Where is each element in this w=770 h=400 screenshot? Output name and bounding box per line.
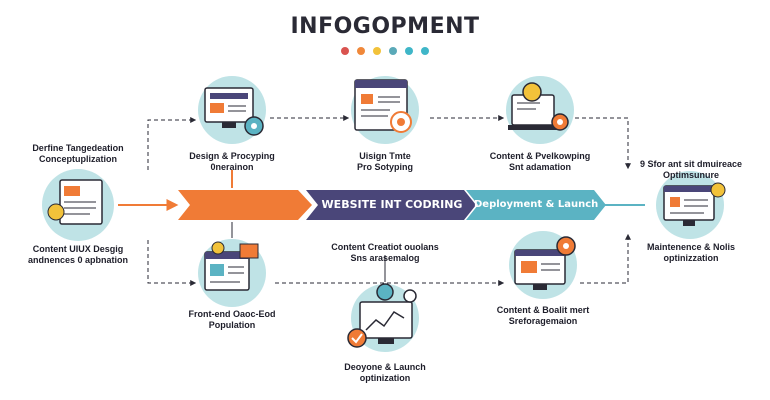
color-dot	[421, 47, 429, 55]
stage-bottom1-line2: Population	[208, 320, 256, 330]
stage-top3-label: Content & Pvelkowping Snt adamation	[478, 151, 602, 173]
stage-bottom1-label: Front-end Oaoc-Eod Population	[170, 309, 294, 331]
banner-orange	[178, 190, 312, 220]
stage-top1-line1: Design & Procyping	[189, 151, 275, 161]
banner-purple	[306, 190, 476, 220]
banner-center-label: WEBSITE INT CODRING	[321, 198, 463, 211]
stage-top3-line2: Snt adamation	[508, 162, 571, 172]
stage-bottom3-label: Content & Boalit mert Sreforagemaion	[478, 305, 608, 327]
stage-right-line3: Maintenence & Nolis	[646, 242, 736, 252]
stage-middle-line1: Content Creatiot ouolans	[331, 242, 439, 252]
stage-top2-label: Uisign Tmte Pro Sotyping	[325, 151, 445, 173]
connector-left-top	[147, 117, 197, 170]
connector-top-right	[575, 117, 631, 170]
banner-right-label: Deployment & Launch	[474, 199, 599, 210]
stage-left-bottom-label: Content UIUX Desgig andnences 0 apbnatio…	[18, 244, 138, 266]
stage-bottom-center-label: Deoyone & Launch optinization	[325, 362, 445, 384]
stage-bottom-center-line2: optinization	[359, 373, 411, 383]
documents-icon	[47, 179, 103, 225]
browser-pages-icon	[204, 241, 259, 291]
stage-bottom3-line2: Sreforagemaion	[508, 316, 578, 326]
stage-bottom1-line1: Front-end Oaoc-Eod	[188, 309, 276, 319]
stage-left-top-label: Derfine Tangedeation Conceptuplization	[18, 143, 138, 165]
stage-left-line2: Conceptuplization	[39, 154, 117, 164]
stage-top2-line1: Uisign Tmte	[359, 151, 411, 161]
color-dot	[373, 47, 381, 55]
stage-left-line3: Content UIUX Desgig	[32, 244, 124, 254]
stage-top3-line1: Content & Pvelkowping	[489, 151, 591, 161]
color-dot	[341, 47, 349, 55]
color-dot	[357, 47, 365, 55]
monitor-gear-icon	[204, 87, 264, 136]
stage-right-top-label: 9 Sfor ant sit dmuireace Optimsunure	[628, 159, 754, 181]
stage-top2-line2: Pro Sotyping	[357, 162, 413, 172]
stage-bottom3-line1: Content & Boalit mert	[496, 305, 590, 315]
stage-middle-line2: Sns arasemalog	[350, 253, 420, 263]
stage-left-line4: andnences 0 apbnation	[27, 255, 129, 265]
banner-teal	[466, 190, 606, 220]
stage-right-bottom-label: Maintenence & Nolis optinizzation	[628, 242, 754, 264]
stage-middle-label: Content Creatiot ouolans Sns arasemalog	[320, 242, 450, 264]
stage-right-line1: 9 Sfor ant sit dmuireace	[639, 159, 743, 169]
color-dot	[389, 47, 397, 55]
stage-top1-line2: 0nerainon	[210, 162, 254, 172]
page-title: INFOGOPMENT	[290, 14, 480, 39]
color-dots	[0, 47, 770, 55]
laptop-gears-icon	[508, 82, 569, 131]
stage-top1-label: Design & Procyping 0nerainon	[170, 151, 294, 173]
connector-bottom-right	[580, 233, 631, 284]
connector-left-bottom	[147, 240, 197, 286]
stage-left-line1: Derfine Tangedeation	[32, 143, 124, 153]
monitor-checklist-icon	[663, 182, 726, 226]
stage-bottom-center-line1: Deoyone & Launch	[344, 362, 426, 372]
stage-right-line4: optinizzation	[663, 253, 719, 263]
monitor-chart-icon	[347, 283, 417, 348]
stage-right-line2: Optimsunure	[662, 170, 719, 180]
monitor-analytics-icon	[514, 236, 576, 290]
color-dot	[405, 47, 413, 55]
browser-target-icon	[354, 79, 412, 133]
